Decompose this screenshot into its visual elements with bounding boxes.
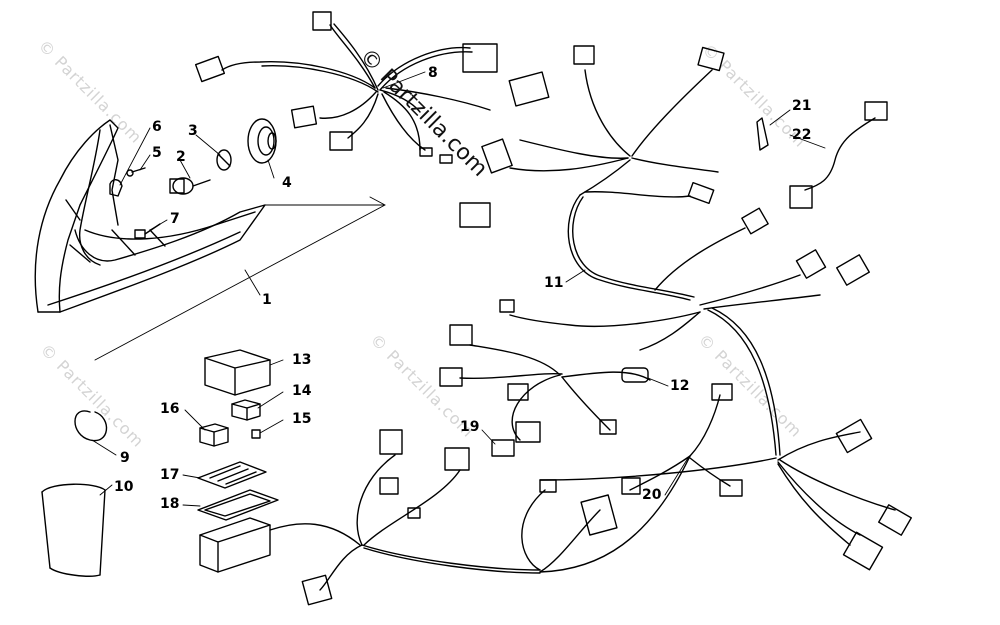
screw [126,167,146,177]
sensor-harness [789,101,888,209]
fuse-block-cover [197,489,279,521]
fuse [251,429,261,439]
wire-ring [74,410,108,442]
callout-4: 4 [282,175,292,191]
callout-11: 11 [544,275,564,291]
callout-1: 1 [262,292,272,308]
callout-5: 5 [152,145,162,161]
connector-plug [491,439,515,457]
callout-7: 7 [170,211,180,227]
rubber-boot [247,118,277,164]
main-harness [459,45,912,571]
headlight-housing [34,119,266,313]
callout-16: 16 [160,401,180,417]
callout-leader-lines [91,71,826,507]
callout-2: 2 [176,149,186,165]
callout-18: 18 [160,496,180,512]
bulb-retainer-ring [216,149,232,171]
callout-3: 3 [188,123,198,139]
callout-14: 14 [292,383,312,399]
lower-harness [269,324,743,606]
fuse-block-label [197,461,267,489]
callout-8: 8 [428,65,438,81]
callout-22: 22 [792,127,812,143]
callout-12: 12 [670,378,690,394]
protective-sleeve [41,483,106,577]
callout-13: 13 [292,352,312,368]
retaining-clip [109,179,123,197]
callout-21: 21 [792,98,812,114]
callout-9: 9 [120,450,130,466]
group-bracket-line [94,196,386,361]
callout-15: 15 [292,411,312,427]
callout-20: 20 [642,487,662,503]
mini-relay [199,423,229,447]
relay [204,349,271,396]
fuse-block [199,517,271,573]
callout-19: 19 [460,419,480,435]
fuse-holder-clip [756,117,769,151]
callout-10: 10 [114,479,134,495]
front-harness-cluster [194,11,550,164]
callout-17: 17 [160,467,180,483]
callout-6: 6 [152,119,162,135]
headlight-bulb [169,177,211,195]
fuse-relay-small [231,399,261,421]
